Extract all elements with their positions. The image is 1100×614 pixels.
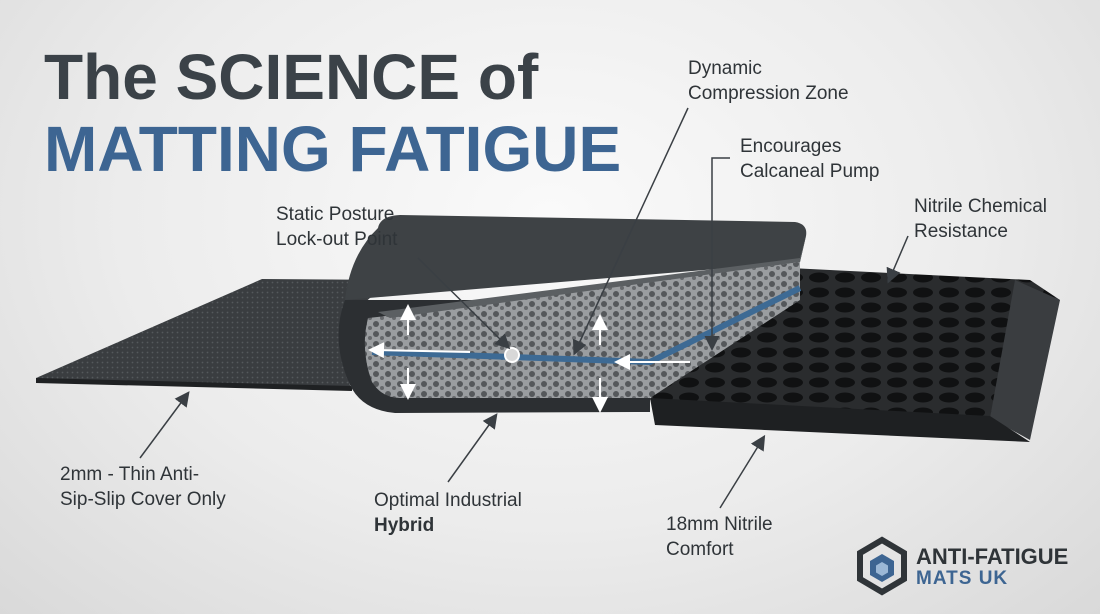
label-industrial-hybrid: Optimal Industrial Hybrid (374, 488, 522, 538)
force-arrows (368, 304, 690, 413)
label-hybrid-line1: Optimal Industrial (374, 490, 522, 511)
brand-logo: ANTI-FATIGUE MATS UK (850, 536, 1090, 600)
hexagon-logo-icon (857, 536, 907, 596)
label-hybrid-line2: Hybrid (374, 515, 435, 536)
thin-anti-slip-mat (36, 279, 400, 391)
label-static-posture: Static Posture Lock-out Point (276, 202, 397, 252)
label-nitrile-line1: Nitrile Chemical (914, 196, 1048, 217)
label-static-line1: Static Posture (276, 204, 395, 225)
label-nitrile-comfort: 18mm Nitrile Comfort (666, 512, 773, 562)
brand-name-line1: ANTI-FATIGUE (916, 544, 1069, 569)
label-dynamic-line2: Compression Zone (688, 83, 849, 104)
label-thin-cover: 2mm - Thin Anti- Sip-Slip Cover Only (60, 462, 226, 512)
brand-name-line2: MATS UK (916, 568, 1009, 589)
label-dynamic-line1: Dynamic (688, 58, 762, 79)
callout-pointers (139, 107, 909, 509)
label-thin-line2: Sip-Slip Cover Only (60, 489, 226, 510)
label-comfort-line1: 18mm Nitrile (666, 514, 773, 535)
label-calcaneal-line2: Calcaneal Pump (740, 161, 880, 182)
label-thin-line1: 2mm - Thin Anti- (60, 464, 200, 485)
title-line-2: MATTING FATIGUE (44, 113, 622, 185)
label-calcaneal-line1: Encourages (740, 136, 842, 157)
label-nitrile-resistance: Nitrile Chemical Resistance (914, 194, 1047, 244)
label-calcaneal-pump: Encourages Calcaneal Pump (740, 134, 879, 184)
label-comfort-line2: Comfort (666, 539, 734, 560)
label-static-line2: Lock-out Point (276, 229, 398, 250)
title-line-1: The SCIENCE of (44, 41, 539, 113)
label-nitrile-line2: Resistance (914, 221, 1008, 242)
label-dynamic-compression: Dynamic Compression Zone (688, 56, 849, 106)
